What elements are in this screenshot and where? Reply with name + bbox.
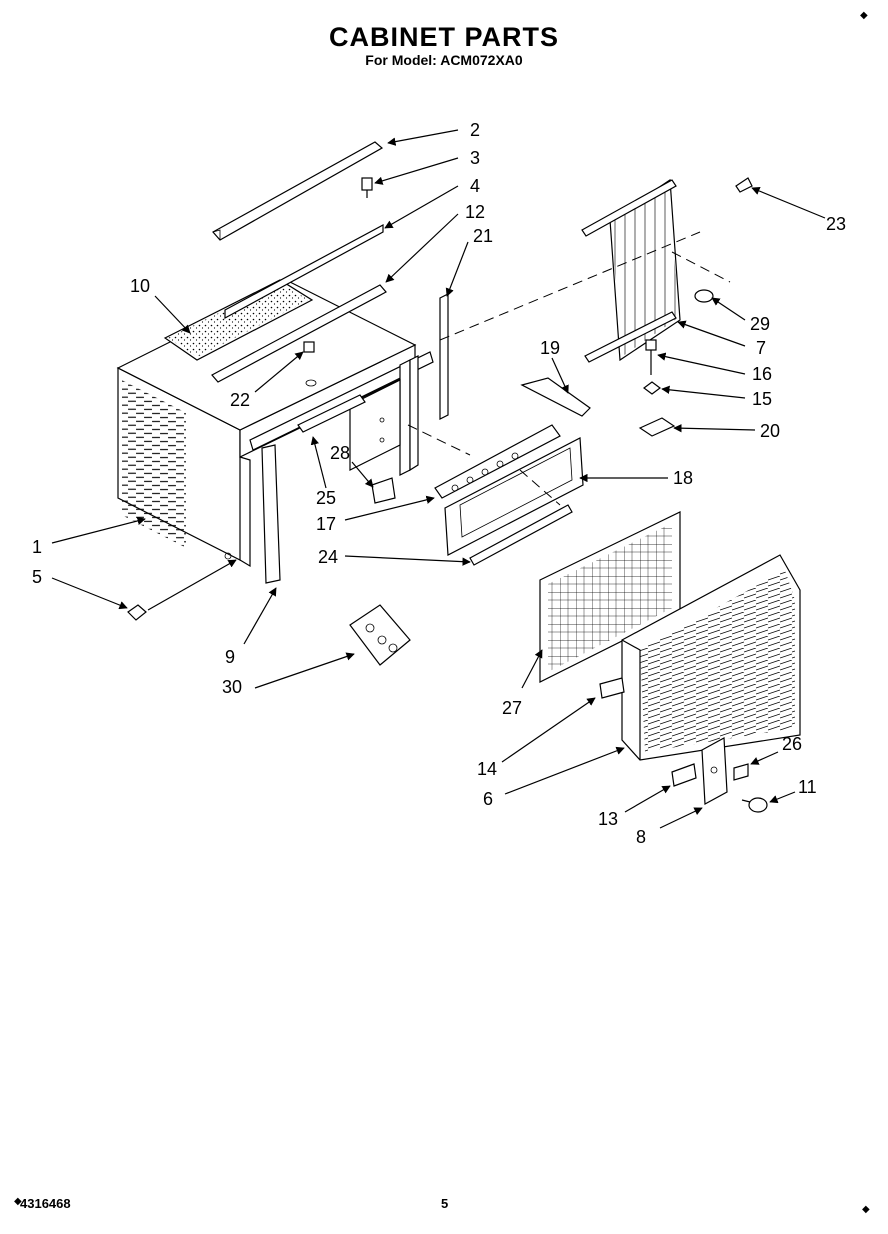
callout-2: 2 bbox=[470, 120, 480, 140]
callout-18: 18 bbox=[673, 468, 693, 488]
gasket-part-22 bbox=[303, 341, 317, 387]
leader-lines bbox=[51, 129, 826, 829]
callout-27: 27 bbox=[502, 698, 522, 718]
document-code: 4316468 bbox=[20, 1196, 71, 1211]
side-panel-part-9 bbox=[261, 444, 281, 584]
callout-8: 8 bbox=[636, 827, 646, 847]
page-number: 5 bbox=[441, 1196, 449, 1211]
corner-mark-top-right: ◆ bbox=[860, 10, 868, 21]
callout-10: 10 bbox=[130, 276, 150, 296]
callout-26: 26 bbox=[782, 734, 802, 754]
callout-19: 19 bbox=[540, 338, 560, 358]
label-part-26 bbox=[733, 763, 749, 781]
callout-12: 12 bbox=[465, 202, 485, 222]
mounting-bracket-part-30 bbox=[349, 604, 411, 666]
callout-15: 15 bbox=[752, 389, 772, 409]
callout-3: 3 bbox=[470, 148, 480, 168]
callout-4: 4 bbox=[470, 176, 480, 196]
side-curtain-part-7 bbox=[581, 178, 681, 363]
front-grille-part-6 bbox=[621, 554, 801, 761]
seal-strip-part-4 bbox=[224, 223, 384, 320]
bottom-bar-part-25 bbox=[297, 394, 366, 433]
callout-9: 9 bbox=[225, 647, 235, 667]
callout-20: 20 bbox=[760, 421, 780, 441]
lever-part-19 bbox=[520, 377, 591, 417]
front-frame bbox=[249, 351, 434, 476]
knob-part-11 bbox=[741, 797, 768, 813]
model-subtitle: For Model: ACM072XA0 bbox=[365, 52, 523, 68]
callout-25: 25 bbox=[316, 488, 336, 508]
callout-29: 29 bbox=[750, 314, 770, 334]
washer-part-15 bbox=[643, 381, 661, 395]
callout-6: 6 bbox=[483, 789, 493, 809]
callout-13: 13 bbox=[598, 809, 618, 829]
corner-mark-bottom-left: ◆ bbox=[14, 1196, 22, 1207]
bracket-part-28 bbox=[371, 477, 396, 504]
callout-1: 1 bbox=[32, 537, 42, 557]
screw-part-23 bbox=[735, 177, 753, 193]
channel-rail-part-12 bbox=[211, 284, 387, 383]
block-part-13 bbox=[671, 763, 697, 787]
callout-28: 28 bbox=[330, 443, 350, 463]
louver-frame-part-18 bbox=[444, 437, 584, 556]
assembly-dash-lines bbox=[407, 231, 731, 506]
foam-block-part-14 bbox=[599, 677, 625, 699]
top-rail-part-2 bbox=[212, 141, 384, 241]
side-strip-part-21 bbox=[439, 293, 449, 420]
corner-mark-bottom-right: ◆ bbox=[862, 1204, 870, 1215]
callout-11: 11 bbox=[798, 777, 817, 797]
support-bar-part-24 bbox=[469, 504, 573, 566]
callout-23: 23 bbox=[826, 214, 846, 234]
callout-labels: 2 3 4 12 21 10 22 23 29 7 16 15 20 19 18… bbox=[32, 120, 846, 847]
callout-22: 22 bbox=[230, 390, 250, 410]
callout-24: 24 bbox=[318, 547, 338, 567]
callout-21: 21 bbox=[473, 226, 493, 246]
screw-part-5 bbox=[127, 604, 147, 621]
page-title: CABINET PARTS bbox=[328, 22, 559, 52]
fastener-part-29 bbox=[694, 289, 714, 303]
screw-part-16 bbox=[645, 339, 657, 375]
callout-5: 5 bbox=[32, 567, 42, 587]
callout-7: 7 bbox=[756, 338, 766, 358]
air-filter-part-10 bbox=[163, 279, 314, 361]
callout-16: 16 bbox=[752, 364, 772, 384]
clip-part-20 bbox=[638, 417, 676, 437]
screw-part-3 bbox=[361, 177, 373, 198]
louver-bar-part-17 bbox=[434, 424, 561, 499]
callout-30: 30 bbox=[222, 677, 242, 697]
callout-14: 14 bbox=[477, 759, 497, 779]
callout-17: 17 bbox=[316, 514, 336, 534]
control-plate-part-8 bbox=[701, 737, 728, 805]
